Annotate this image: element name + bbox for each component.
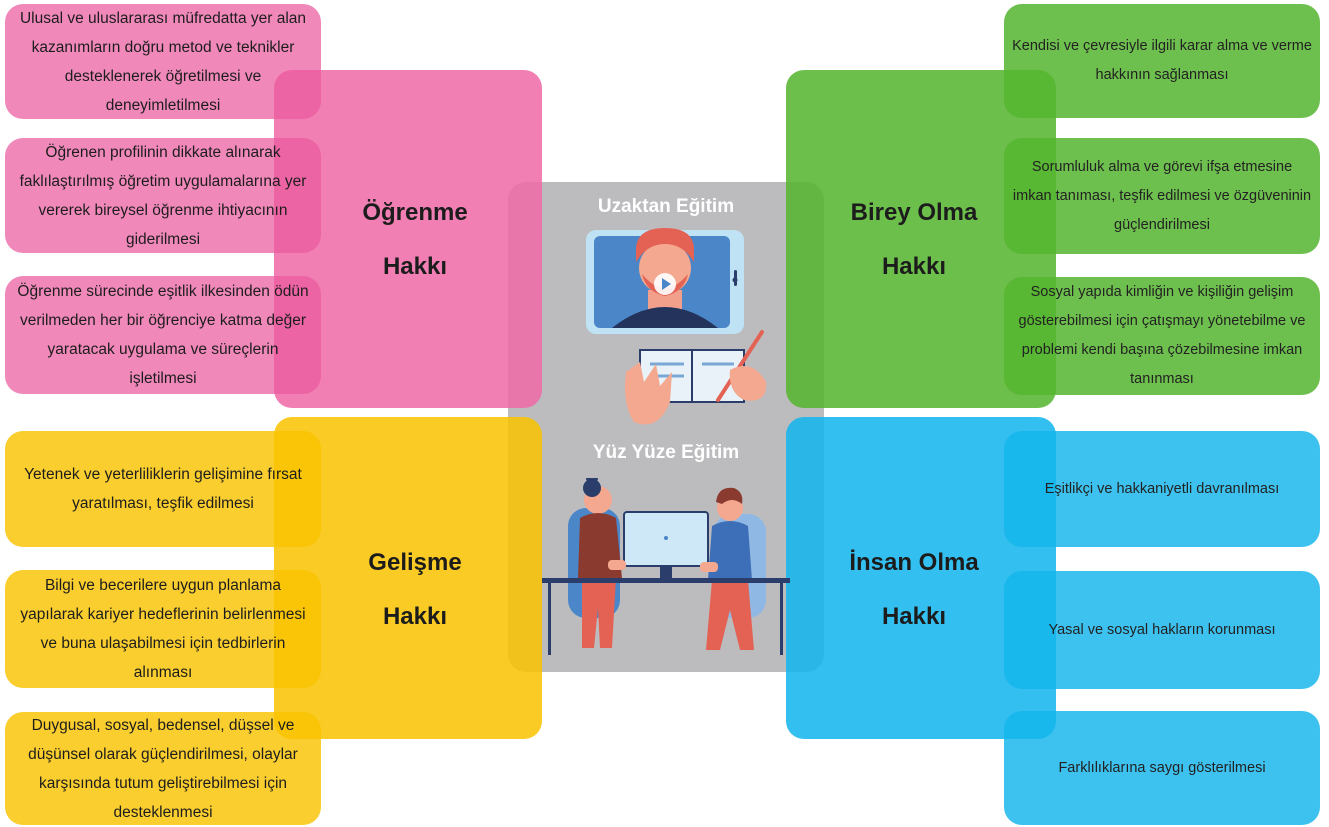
birey-item-3: Sosyal yapıda kimliğin ve kişiliğin geli… [1004, 277, 1320, 395]
gelisme-item-1: Yetenek ve yeterliliklerin gelişimine fı… [5, 431, 321, 547]
birey-item-2: Sorumluluk alma ve görevi ifşa etmesine … [1004, 138, 1320, 254]
face-to-face-title: Yüz Yüze Eğitim [592, 442, 740, 463]
ogrenme-item-2: Öğrenen profilinin dikkate alınarak fakl… [5, 138, 321, 253]
birey-item-1: Kendisi ve çevresiyle ilgili karar alma … [1004, 4, 1320, 118]
classroom-illustration [542, 478, 790, 655]
online-learning-illustration [586, 228, 767, 425]
gelisme-item-3: Duygusal, sosyal, bedensel, düşsel ve dü… [5, 712, 321, 825]
insan-item-1: Eşitlikçi ve hakkaniyetli davranılması [1004, 431, 1320, 547]
insan-item-3: Farklılıklarına saygı gösterilmesi [1004, 711, 1320, 825]
gelisme-title: Gelişme Hakkı [368, 549, 462, 630]
ogrenme-title: Öğrenme Hakkı [362, 199, 468, 280]
ogrenme-item-3: Öğrenme sürecinde eşitlik ilkesinden ödü… [5, 276, 321, 394]
birey-title: Birey Olma Hakkı [850, 199, 978, 280]
ogrenme-item-1: Ulusal ve uluslararası müfredatta yer al… [5, 4, 321, 119]
insan-title: İnsan Olma Hakkı [849, 549, 979, 630]
center-content: Uzaktan Eğitim Yüz Yüze Eğitim [508, 182, 824, 672]
gelisme-item-2: Bilgi ve becerilere uygun planlama yapıl… [5, 570, 321, 688]
distance-education-title: Uzaktan Eğitim [597, 196, 735, 217]
insan-item-2: Yasal ve sosyal hakların korunması [1004, 571, 1320, 689]
